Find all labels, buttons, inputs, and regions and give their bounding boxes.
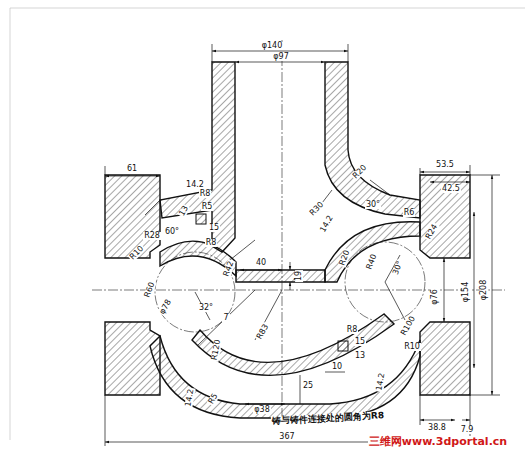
dimension-label: R5 bbox=[206, 392, 219, 407]
dimension-label: 7 bbox=[222, 314, 229, 322]
dimension-label: R100 bbox=[399, 314, 417, 338]
dimension-label: R8 bbox=[205, 239, 218, 247]
dimension-label: 14.2 bbox=[185, 181, 205, 189]
dimension-label: 13 bbox=[354, 352, 366, 360]
dimension-label: R120 bbox=[210, 338, 222, 362]
dimension-label: R60 bbox=[143, 280, 157, 299]
dimension-label: φ78 bbox=[158, 297, 174, 316]
dimension-label: R83 bbox=[255, 322, 271, 341]
dimension-label: φ76 bbox=[431, 288, 439, 305]
dimension-label: 7.9 bbox=[460, 426, 475, 434]
dimension-label: R8 bbox=[199, 190, 212, 198]
dimension-label: φ97 bbox=[272, 53, 289, 61]
watermark: 三维网www.3dportal.cn bbox=[368, 436, 508, 447]
dimension-label: 25 bbox=[302, 382, 314, 390]
dimension-label: R42 bbox=[222, 259, 236, 278]
dimension-label: R10 bbox=[403, 343, 421, 351]
dimension-label: R20 bbox=[351, 163, 369, 181]
dimension-label: R20 bbox=[338, 248, 352, 267]
dimension-label: 13 bbox=[177, 204, 190, 219]
dimension-label: R5 bbox=[201, 203, 214, 211]
dimension-label: 14.2 bbox=[184, 388, 195, 409]
dimension-label: 14.2 bbox=[319, 213, 336, 234]
dimension-label: 30° bbox=[365, 201, 381, 209]
section-walls bbox=[105, 62, 470, 418]
dimension-label: 15 bbox=[208, 224, 220, 232]
dimension-label: 30° bbox=[391, 259, 404, 277]
dimension-label: 15 bbox=[354, 338, 366, 346]
dimension-label: R24 bbox=[424, 222, 440, 241]
dimension-label: 19 bbox=[295, 270, 303, 282]
dimension-label: R10 bbox=[128, 244, 146, 262]
dimension-label: φ154 bbox=[462, 281, 470, 304]
dimension-label: 42.5 bbox=[441, 185, 461, 193]
dimension-label: 14.2 bbox=[375, 372, 386, 393]
dimension-label: R28 bbox=[143, 232, 161, 240]
dimension-label: φ208 bbox=[480, 279, 488, 302]
dimension-label: R30 bbox=[308, 200, 326, 218]
dimension-label: 40 bbox=[255, 259, 267, 267]
dimension-label: 10 bbox=[331, 363, 343, 371]
drawing-note: 铸与铸件连接处的圆角为R8 bbox=[271, 411, 386, 426]
dimension-label: φ38 bbox=[253, 406, 270, 414]
dimension-label: 367 bbox=[278, 433, 295, 441]
dimension-label: 38.8 bbox=[427, 424, 447, 432]
dimension-label: φ140 bbox=[261, 42, 284, 50]
dimension-label: R40 bbox=[365, 252, 379, 271]
dimension-label: R6 bbox=[403, 209, 416, 217]
dimension-label: R8 bbox=[346, 326, 359, 334]
dimension-label: 53.5 bbox=[435, 161, 455, 169]
dimension-label: 32° bbox=[198, 304, 214, 312]
dimension-label: 60° bbox=[164, 228, 180, 236]
dimension-label: 61 bbox=[126, 165, 138, 173]
